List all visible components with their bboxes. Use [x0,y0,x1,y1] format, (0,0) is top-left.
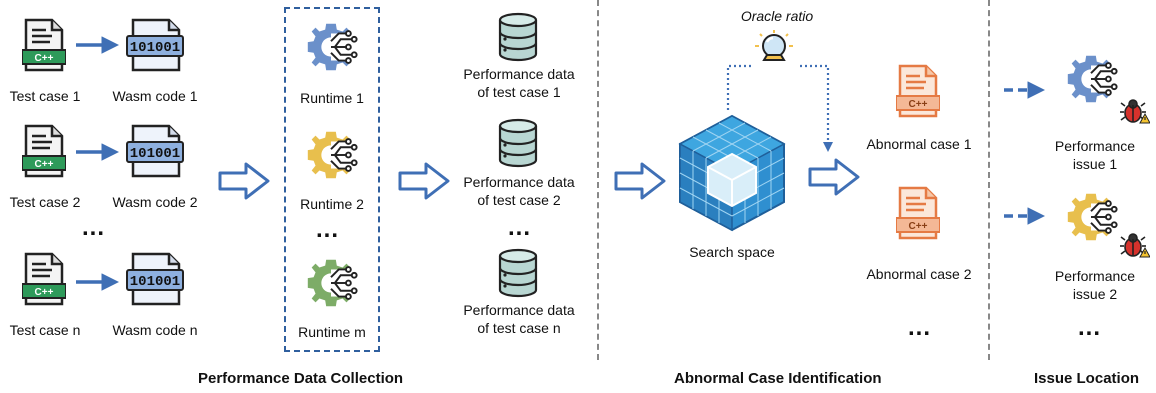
arrow-right-icon [76,273,119,291]
ellipsis: ... [908,314,932,341]
wasm-file-icon [125,18,185,72]
abnormal-cpp-file-icon [896,64,940,118]
hollow-arrow-icon [614,162,666,200]
wasm-code-label: Wasm code n [112,322,198,338]
abnormal-cpp-file-icon [896,186,940,240]
gear-circuit-icon [1062,188,1120,246]
cpp-file-icon [22,124,66,178]
oracle-dotted-connector [726,64,833,152]
abnormal-case-label: Abnormal case 2 [866,266,972,282]
cpp-file-icon [22,252,66,306]
perf-data-label: of test case n [477,320,561,336]
section-title-location: Issue Location [1034,370,1140,387]
search-space-label: Search space [689,244,775,260]
hollow-arrow-icon [398,162,450,200]
dashed-arrow-icon [1004,207,1045,225]
perf-data-label: Performance data [463,66,575,82]
gear-circuit-icon [1062,50,1120,108]
database-icon [496,12,540,62]
gear-circuit-icon [302,18,360,76]
runtime-label: Runtime m [298,324,366,340]
database-icon [496,118,540,168]
ellipsis: ... [1078,314,1102,341]
cpp-file-icon [22,18,66,72]
hollow-arrow-icon [808,158,860,196]
gear-circuit-icon [302,126,360,184]
runtime-group-box [284,7,380,352]
test-case-label: Test case 2 [9,194,81,210]
gear-circuit-icon [302,254,360,312]
ellipsis: ... [316,216,340,243]
issue-label: issue 2 [1072,286,1118,302]
perf-data-label: of test case 1 [477,84,561,100]
wasm-code-label: Wasm code 2 [112,194,198,210]
wasm-code-label: Wasm code 1 [112,88,198,104]
hollow-arrow-icon [218,162,270,200]
issue-label: Performance [1054,138,1136,154]
ellipsis: ... [82,214,106,241]
database-icon [496,248,540,298]
wasm-file-icon [125,124,185,178]
oracle-ratio-label: Oracle ratio [740,8,814,24]
bug-icon [1120,232,1150,258]
issue-label: issue 1 [1072,156,1118,172]
bug-icon [1120,98,1150,124]
perf-data-label: Performance data [463,302,575,318]
test-case-label: Test case 1 [9,88,81,104]
section-title-collection: Performance Data Collection [198,370,404,387]
cube-icon [678,114,786,232]
arrow-right-icon [76,36,119,54]
ellipsis: ... [508,214,532,241]
section-title-identification: Abnormal Case Identification [674,370,882,387]
perf-data-label: Performance data [463,174,575,190]
wasm-file-icon [125,252,185,306]
runtime-label: Runtime 1 [300,90,364,106]
test-case-label: Test case n [9,322,81,338]
issue-label: Performance [1054,268,1136,284]
section-divider [988,0,990,360]
arrow-right-icon [76,143,119,161]
dashed-arrow-icon [1004,81,1045,99]
section-divider [597,0,599,360]
abnormal-case-label: Abnormal case 1 [866,136,972,152]
perf-data-label: of test case 2 [477,192,561,208]
runtime-label: Runtime 2 [300,196,364,212]
